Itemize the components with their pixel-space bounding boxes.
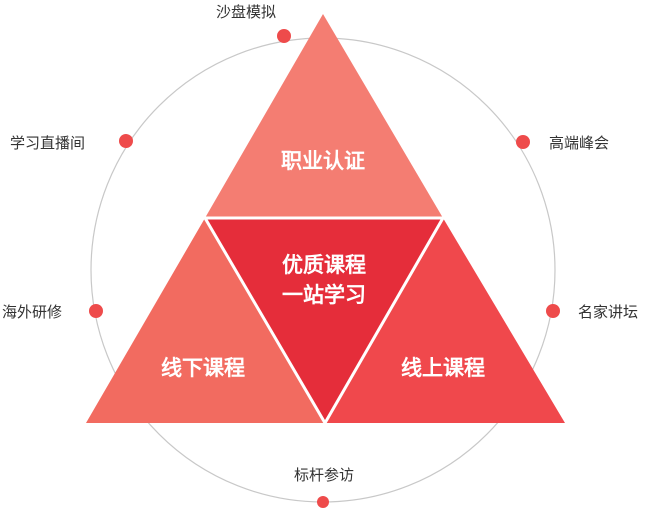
segment-right-triangle [325,218,565,423]
center-label-line1: 优质课程 [282,253,366,277]
orbit-dot-overseas [89,304,103,318]
orbit-dot-sandbox [277,29,291,43]
orbit-label-lecture: 名家讲坛 [578,303,638,321]
segment-left-triangle [86,218,325,423]
center-label-line2: 一站学习 [282,283,366,307]
segment-left-label: 线下课程 [161,356,245,380]
orbit-dot-summit [516,135,530,149]
segment-top-label: 职业认证 [281,149,365,173]
orbit-label-sandbox: 沙盘模拟 [216,3,276,21]
orbit-dot-benchmark [317,496,329,508]
orbit-label-overseas: 海外研修 [2,303,62,321]
segment-top-triangle [205,14,443,218]
segment-divider [203,216,445,425]
segment-right-label: 线上课程 [401,356,485,380]
orbit-label-benchmark: 标杆参访 [294,466,354,484]
orbit-label-summit: 高端峰会 [549,134,609,152]
orbit-label-live: 学习直播间 [10,134,85,152]
orbit-dot-lecture [546,304,560,318]
segment-center-triangle [205,218,443,423]
orbit-dot-live [119,134,133,148]
